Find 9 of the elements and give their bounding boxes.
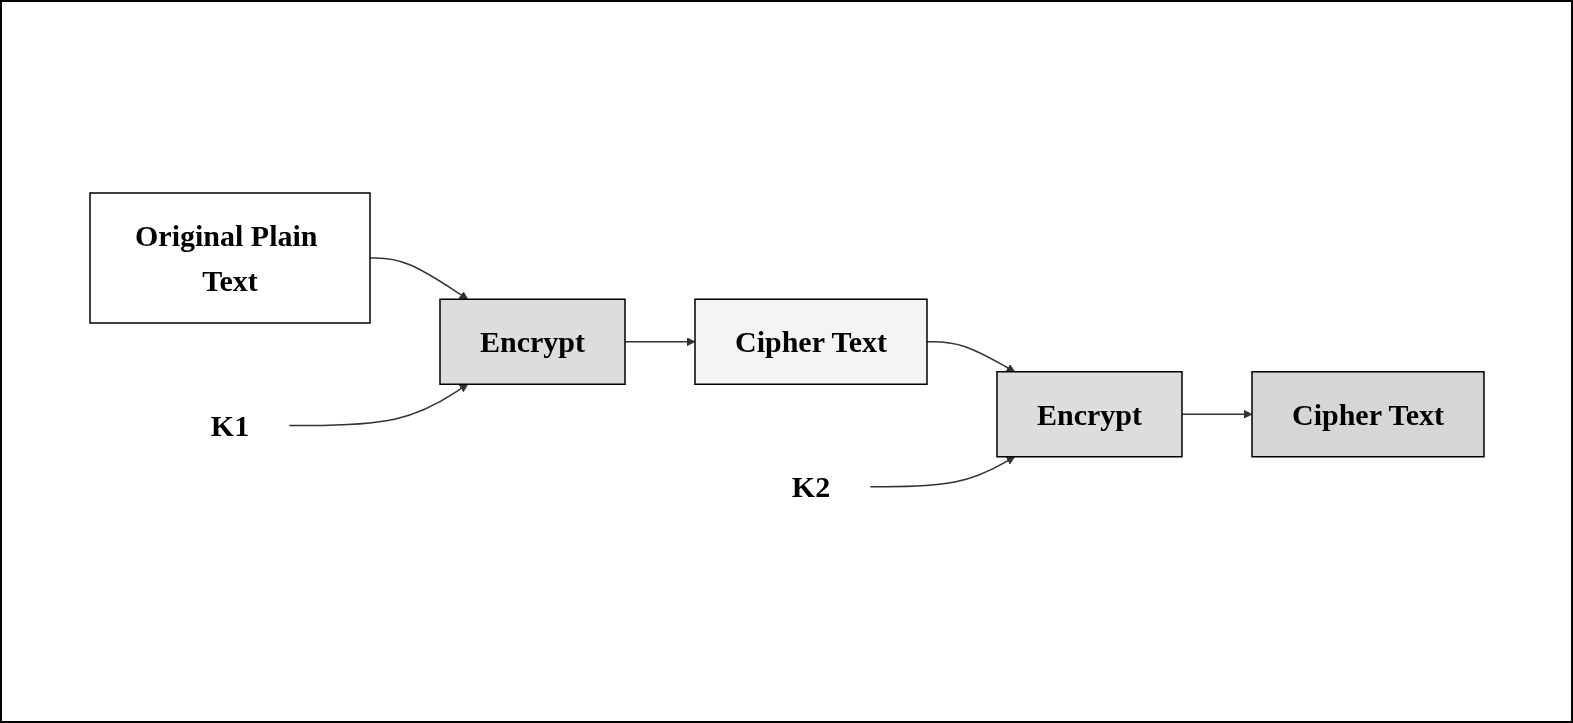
node-box: Cipher Text	[693, 298, 928, 386]
arrow	[868, 456, 1015, 488]
node-box: Encrypt	[438, 298, 626, 386]
node-text: K2	[791, 470, 830, 504]
node-box: Cipher Text	[1250, 371, 1485, 458]
node-box: Original Plain Text	[88, 192, 371, 325]
arrow	[287, 384, 468, 427]
node-text: K1	[210, 409, 249, 443]
node-box: Encrypt	[995, 371, 1183, 458]
